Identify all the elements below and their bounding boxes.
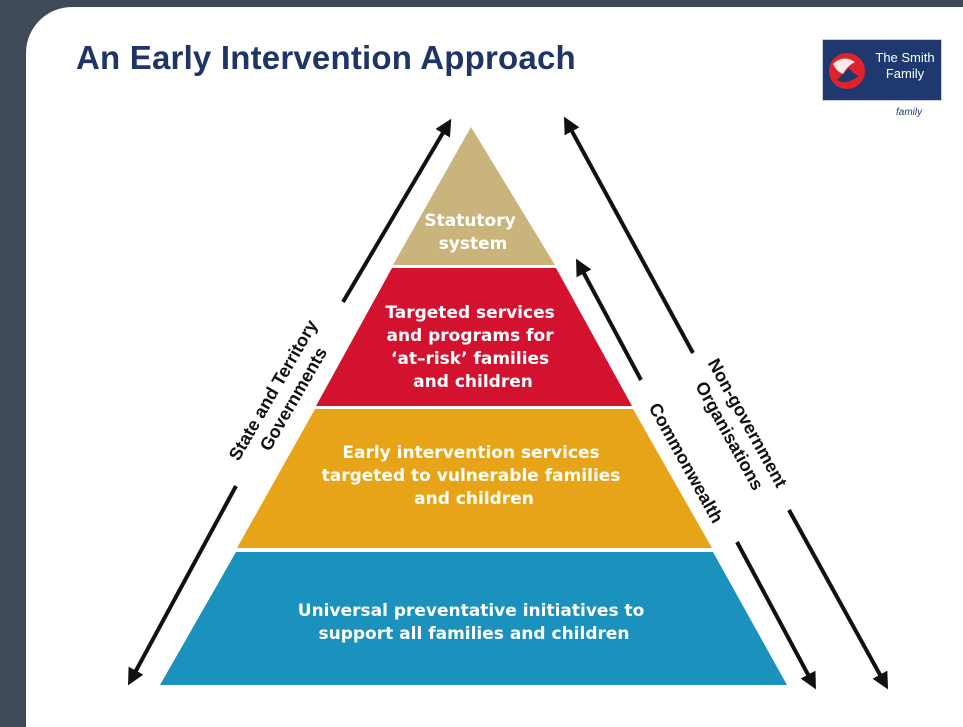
logo-text: The Smith Family <box>875 50 935 81</box>
smith-family-logo: The Smith Family <box>822 39 942 101</box>
tier-statutory-label: Statutory system <box>424 211 521 254</box>
state-territory-arrow <box>127 118 452 686</box>
commonwealth-arrow <box>576 258 816 690</box>
tier-universal <box>160 552 787 685</box>
tier-universal-label: Universal preventative initiatives to su… <box>298 601 650 644</box>
non-government-arrow <box>563 116 889 690</box>
tier-statutory <box>393 127 555 265</box>
tier-early-label: Early intervention services targeted to … <box>322 443 627 509</box>
tier-targeted <box>316 268 632 406</box>
tier-targeted-label: Targeted services and programs for ‘at–r… <box>385 303 560 392</box>
logo-tagline: family <box>896 107 923 118</box>
hands-heart-icon <box>829 53 865 89</box>
tier-early <box>237 409 712 548</box>
page-title: An Early Intervention Approach <box>76 39 576 76</box>
